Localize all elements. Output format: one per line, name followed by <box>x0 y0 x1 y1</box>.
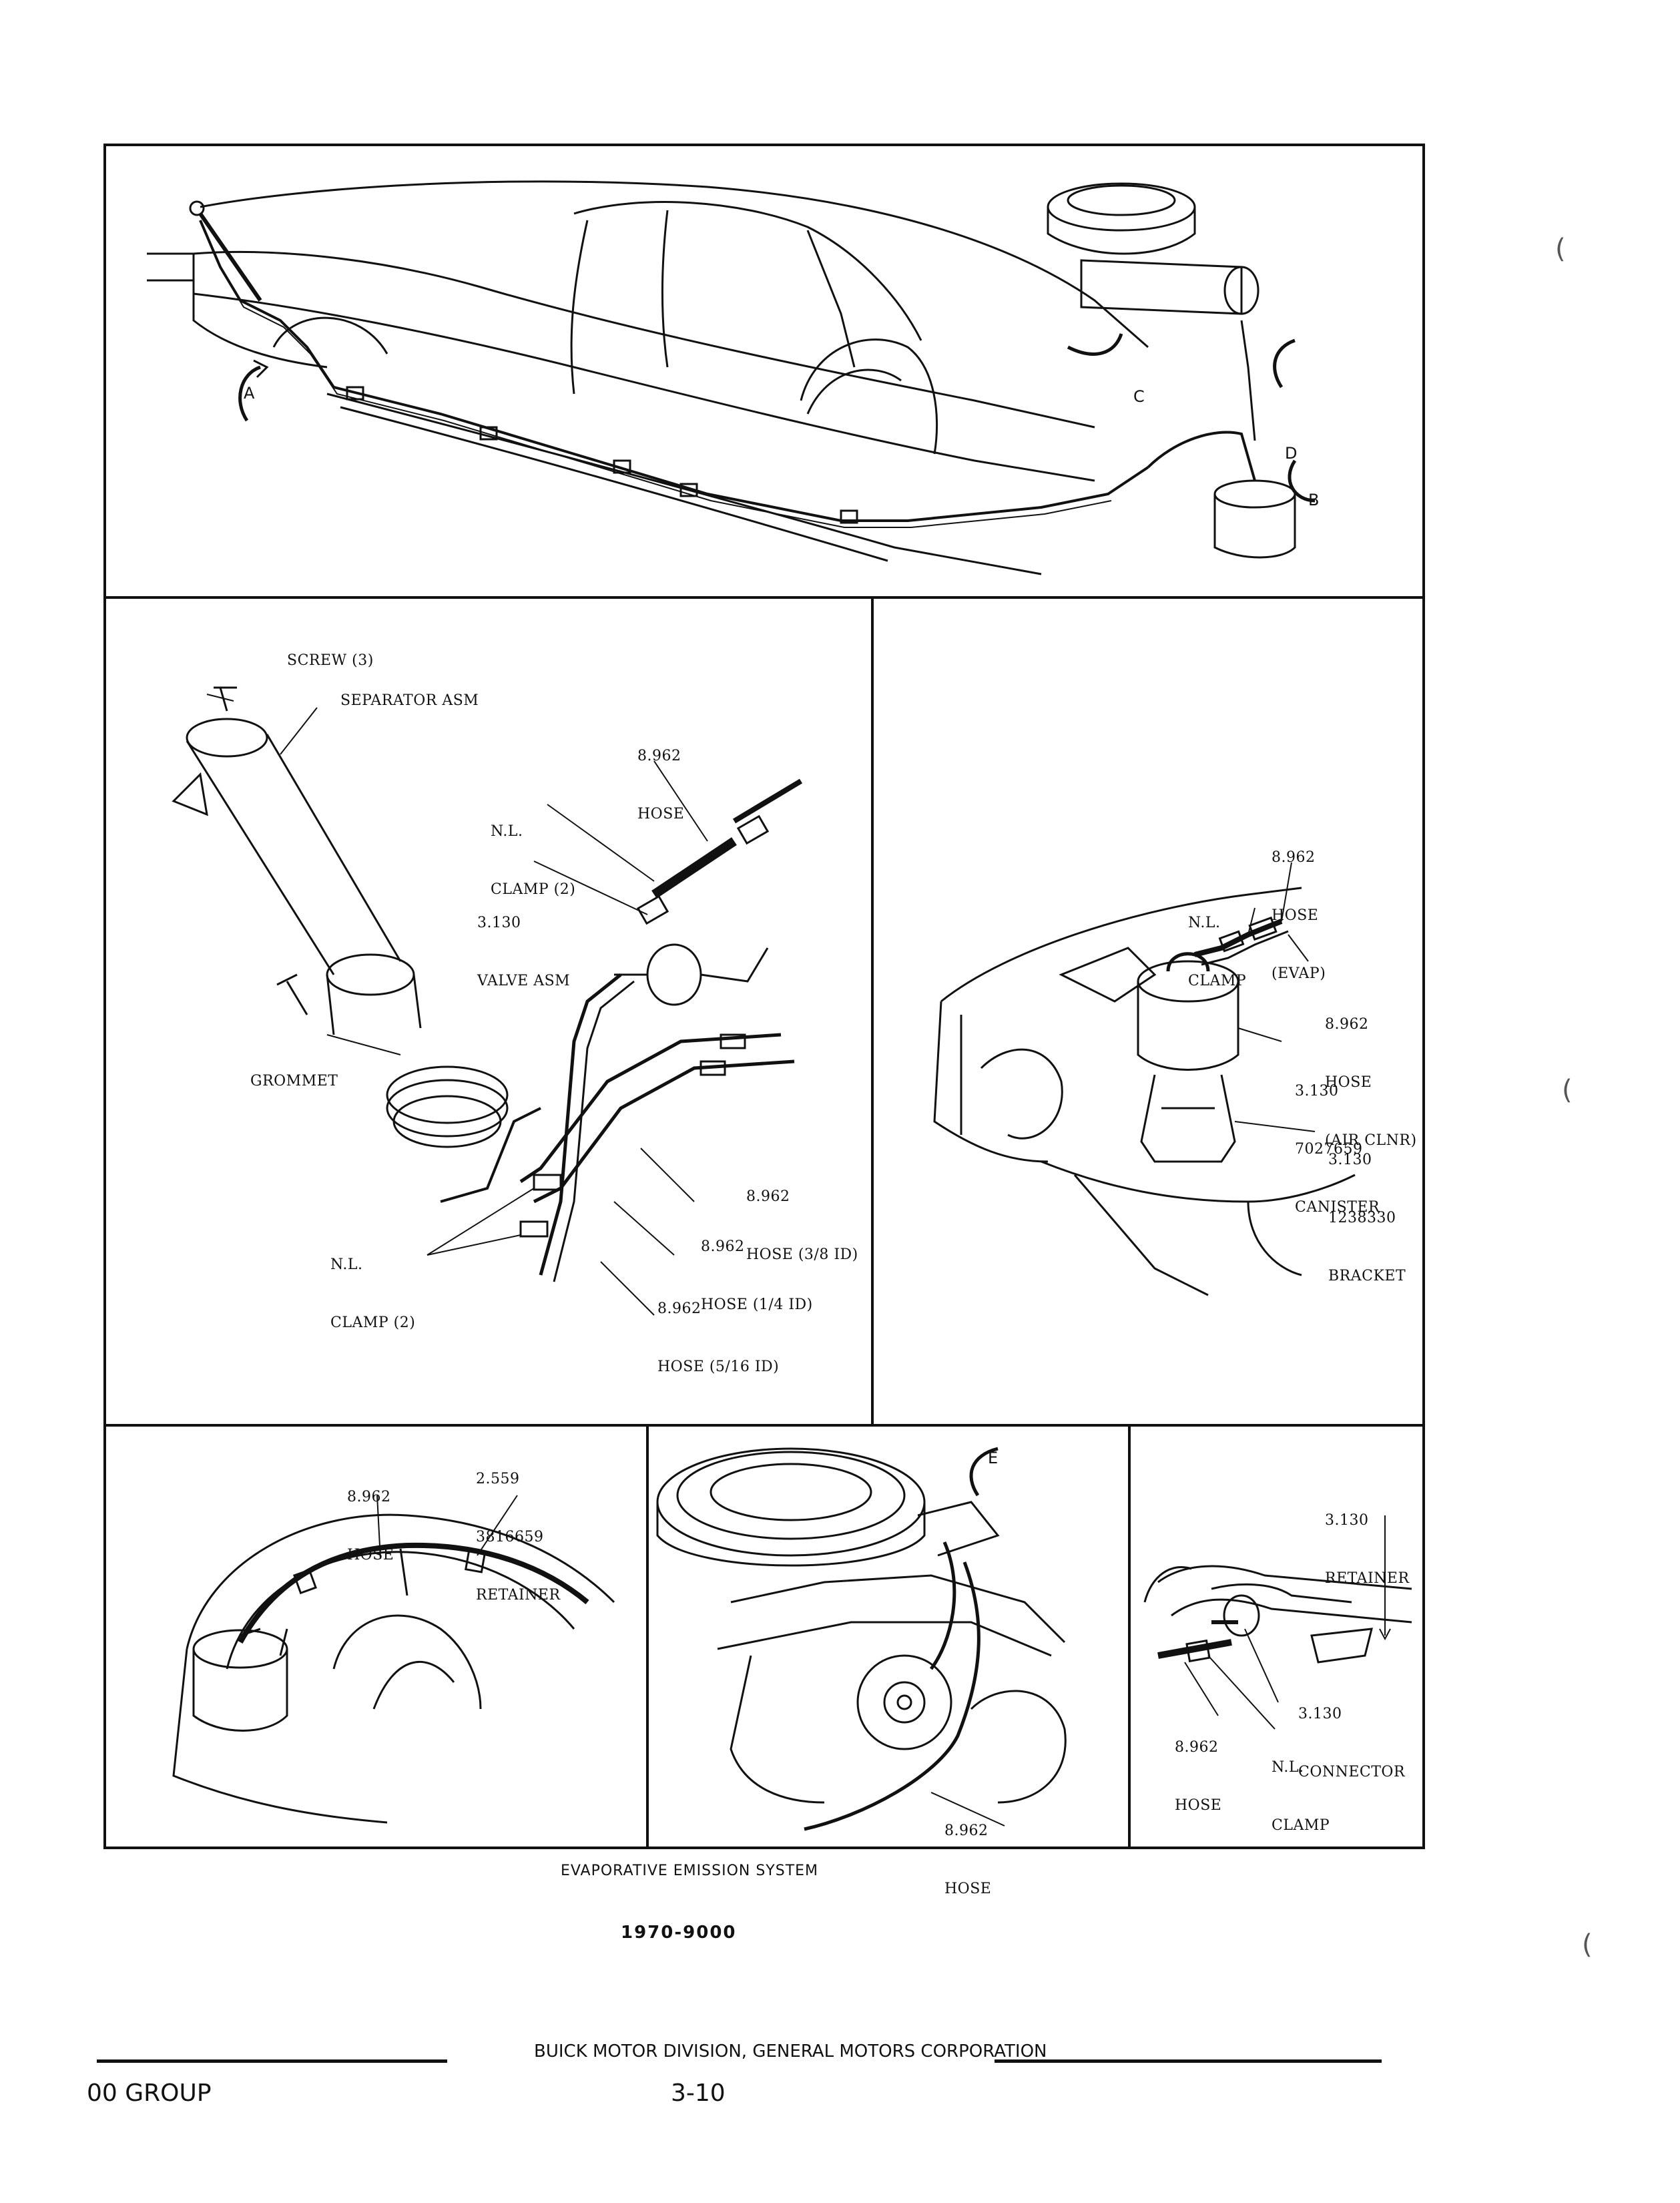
valve-asm-label: 3.130 VALVE ASM <box>477 915 571 989</box>
clamp-bottom-label: N.L. CLAMP (2) <box>330 1256 416 1331</box>
car-overview-drawing <box>147 180 1316 575</box>
footer-rule-right <box>995 2059 1382 2063</box>
separator-asm-label: SEPARATOR ASM <box>340 692 479 709</box>
connector-retainer-label: 3.130 RETAINER <box>1325 1512 1410 1587</box>
fender-retainer-label: 2.559 3816659 RETAINER <box>476 1471 561 1604</box>
footer-division: BUICK MOTOR DIVISION, GENERAL MOTORS COR… <box>534 2041 1047 2061</box>
screw-label: SCREW (3) <box>287 652 374 669</box>
divider-top <box>103 596 1425 599</box>
bracket-label: 3.130 1238330 BRACKET <box>1328 1152 1406 1284</box>
figure-code: 1970-9000 <box>621 1923 737 1943</box>
figure-caption: EVAPORATIVE EMISSION SYSTEM <box>561 1863 819 1879</box>
connector-drawing <box>1143 1515 1412 1730</box>
footer-page-number: 3-10 <box>671 2079 726 2107</box>
arrow-c-label: C <box>1133 387 1145 406</box>
hose-top-label: 8.962 HOSE <box>637 748 685 822</box>
divider-bottom <box>103 1424 1425 1427</box>
connector-label: 3.130 CONNECTOR <box>1298 1706 1406 1780</box>
canister-clamp-label: N.L. CLAMP <box>1188 915 1247 989</box>
fender-hose-label: 8.962 HOSE <box>347 1489 394 1563</box>
footer-group: 00 GROUP <box>87 2079 212 2107</box>
footer-rule-left <box>97 2059 447 2063</box>
clamp-top-label: N.L. CLAMP (2) <box>491 823 576 898</box>
hose-air-clnr-label: 8.962 HOSE (AIR CLNR) <box>1325 1016 1417 1149</box>
connector-clamp-label: N.L. CLAMP <box>1272 1759 1330 1834</box>
hose-516-label: 8.962 HOSE (5/16 ID) <box>657 1300 780 1375</box>
divider-bottom-right <box>1128 1424 1131 1849</box>
hose-evap-label: 8.962 HOSE (EVAP) <box>1272 849 1326 982</box>
binder-mark-2: ( <box>1562 1075 1573 1106</box>
divider-mid <box>871 596 874 1424</box>
arrow-b-label: B <box>1308 491 1320 509</box>
arrow-e-label: E <box>988 1449 999 1467</box>
divider-bottom-left <box>646 1424 649 1849</box>
figure-frame <box>103 144 1425 1849</box>
binder-mark-3: ( <box>1582 1929 1593 1960</box>
fender-hose-drawing <box>172 1495 615 1824</box>
separator-drawing <box>172 686 803 1316</box>
grommet-label: GROMMET <box>250 1073 338 1089</box>
hose-38-label: 8.962 HOSE (3/8 ID) <box>746 1188 858 1263</box>
binder-mark-1: ( <box>1555 234 1566 264</box>
engine-drawing <box>656 1447 1067 1831</box>
canister-drawing <box>933 862 1356 1296</box>
connector-hose-label: 8.962 HOSE <box>1175 1739 1222 1814</box>
arrow-a-label: A <box>244 384 255 403</box>
engine-hose-label: 8.962 HOSE <box>944 1822 992 1897</box>
canister-label: 3.130 7027659 CANISTER <box>1295 1083 1380 1216</box>
arrow-d-label: D <box>1285 444 1298 463</box>
hose-14-label: 8.962 HOSE (1/4 ID) <box>701 1238 813 1313</box>
